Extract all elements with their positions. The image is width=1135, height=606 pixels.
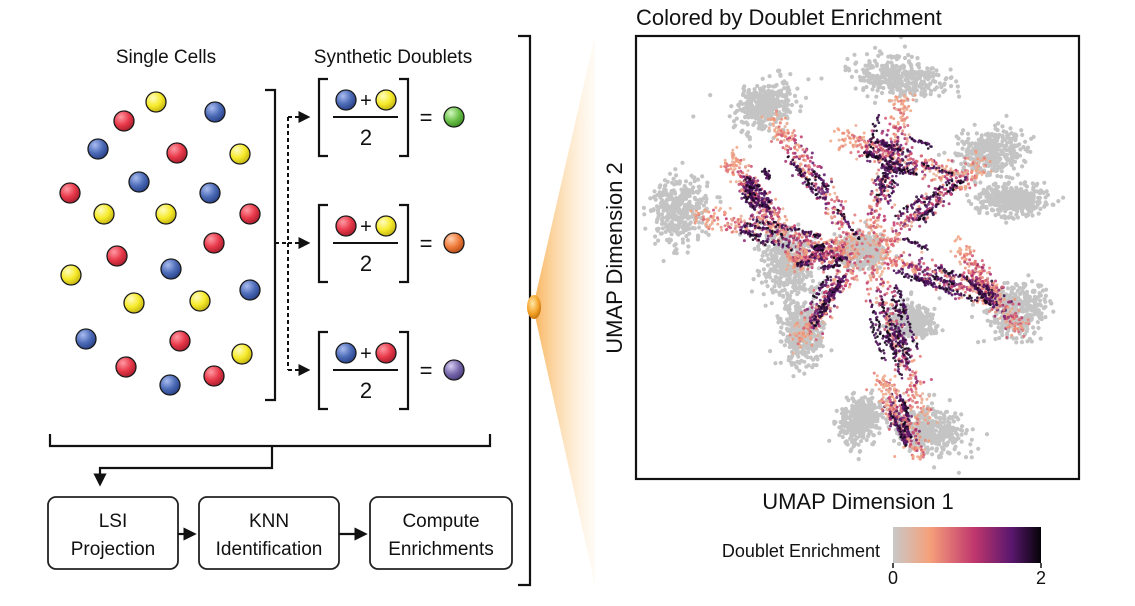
- bottom-bracket: [48, 434, 492, 448]
- cell-blue: [160, 258, 182, 280]
- cell-red: [115, 356, 137, 378]
- single-cells-label: Single Cells: [116, 47, 216, 68]
- cell-yellow: [155, 203, 177, 225]
- left-bracket: [317, 77, 328, 158]
- cell-red: [166, 142, 188, 164]
- cell-yellow: [60, 264, 82, 286]
- doublet-equation-2: + 2 =: [317, 203, 465, 284]
- colorbar-max-label: 2: [1036, 568, 1046, 588]
- cell-yellow: [93, 203, 115, 225]
- cell-blue: [204, 101, 226, 123]
- left-bracket: [317, 330, 328, 411]
- cell-blue: [75, 328, 97, 350]
- plus-sign: +: [360, 216, 372, 238]
- doublet-green: [443, 106, 465, 128]
- cell-blue: [199, 182, 221, 204]
- cell-red: [375, 342, 397, 364]
- cell-red: [59, 182, 81, 204]
- doublet-purple: [443, 359, 465, 381]
- cell-yellow: [145, 91, 167, 113]
- cell-red: [335, 215, 357, 237]
- cell-red: [106, 245, 128, 267]
- single-cells-cluster: [59, 91, 261, 396]
- colorbar: [893, 527, 1041, 563]
- doublet-orange: [443, 232, 465, 254]
- cell-yellow: [231, 343, 253, 365]
- cell-blue: [335, 89, 357, 111]
- denominator: 2: [360, 125, 372, 150]
- pipeline-step-lsi: LSI Projection: [47, 496, 179, 570]
- cell-blue: [239, 279, 261, 301]
- left-bracket: [317, 203, 328, 284]
- step-line1: LSI: [99, 511, 128, 532]
- cell-blue: [335, 342, 357, 364]
- colorbar-min-label: 0: [888, 568, 898, 588]
- pipeline-step-compute: Compute Enrichments: [369, 496, 513, 570]
- pipeline-step-knn: KNN Identification: [198, 496, 340, 570]
- cell-red: [113, 110, 135, 132]
- cell-yellow: [375, 215, 397, 237]
- equals-sign: =: [420, 358, 433, 383]
- zoom-cone: [533, 36, 595, 585]
- cell-blue: [159, 374, 181, 396]
- synthetic-doublets-label: Synthetic Doublets: [314, 47, 472, 68]
- denominator: 2: [360, 378, 372, 403]
- cell-yellow: [375, 89, 397, 111]
- denominator: 2: [360, 251, 372, 276]
- cell-yellow: [189, 290, 211, 312]
- umap-title: Colored by Doublet Enrichment: [636, 5, 942, 30]
- right-bracket: [399, 330, 410, 411]
- cell-yellow: [229, 143, 251, 165]
- step-line1: KNN: [249, 511, 289, 532]
- arrow-to-pipeline: [93, 446, 274, 487]
- umap-points: [641, 36, 1066, 475]
- doublet-equation-3: + 2 =: [317, 330, 465, 411]
- equals-sign: =: [420, 105, 433, 130]
- colorbar-label: Doublet Enrichment: [722, 541, 880, 561]
- cells-bracket: [265, 88, 277, 402]
- equals-sign: =: [420, 231, 433, 256]
- plus-sign: +: [360, 343, 372, 365]
- umap-frame: [634, 34, 1081, 481]
- step-line2: Identification: [216, 539, 323, 560]
- umap-ylabel: UMAP Dimension 2: [602, 162, 627, 354]
- cell-blue: [128, 171, 150, 193]
- step-line2: Enrichments: [388, 539, 494, 560]
- step-box: [369, 496, 513, 570]
- umap-xlabel: UMAP Dimension 1: [762, 489, 954, 514]
- plus-sign: +: [360, 90, 372, 112]
- cell-red: [239, 203, 261, 225]
- right-bracket: [399, 77, 410, 158]
- cell-red: [203, 232, 225, 254]
- cell-red: [169, 330, 191, 352]
- cell-yellow: [123, 292, 145, 314]
- step-line2: Projection: [71, 539, 156, 560]
- right-bracket: [399, 203, 410, 284]
- step-line1: Compute: [402, 511, 479, 532]
- doublet-equation-1: + 2 =: [317, 77, 465, 158]
- cell-red: [203, 365, 225, 387]
- cell-blue: [87, 138, 109, 160]
- zoom-knob: [527, 295, 541, 319]
